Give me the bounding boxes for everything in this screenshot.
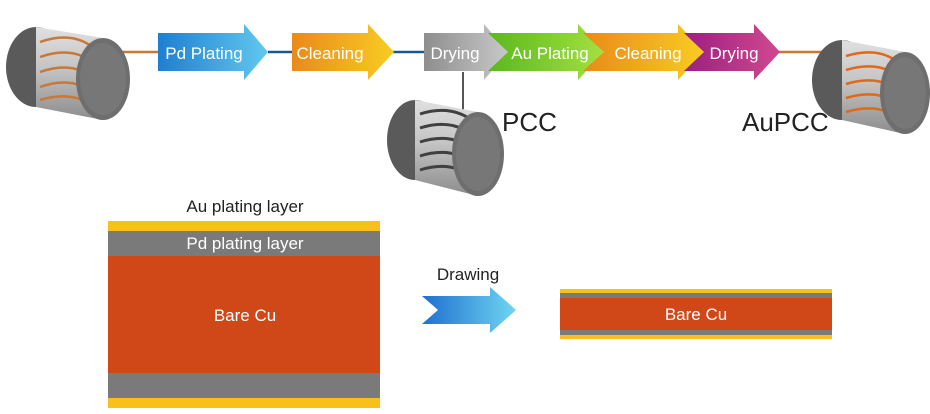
process-step-label: Au Plating	[511, 44, 589, 63]
drawing-label: Drawing	[437, 265, 499, 284]
process-step-label: Cleaning	[614, 44, 681, 63]
cross-section-after	[560, 289, 832, 339]
process-step-drying: Drying	[424, 24, 508, 80]
process-step-drying-2: Drying	[684, 24, 780, 80]
process-step-label: Drying	[709, 44, 758, 63]
pcc-label: PCC	[502, 107, 557, 137]
process-step-cleaning: Cleaning	[292, 24, 394, 80]
process-step-pd-plating: Pd Plating	[158, 24, 268, 80]
process-step-label: Cleaning	[296, 44, 363, 63]
core-label: Bare Cu	[214, 306, 276, 325]
drawn-core-label: Bare Cu	[665, 305, 727, 324]
pcc-spool-icon	[387, 100, 504, 196]
aupcc-spool-icon	[812, 40, 930, 134]
drawing-arrow-icon	[422, 287, 516, 333]
process-step-label: Drying	[430, 44, 479, 63]
supply-spool-icon	[6, 27, 130, 120]
process-step-au-plating: Au Plating	[488, 24, 604, 80]
process-step-cleaning-2: Cleaning	[583, 24, 704, 80]
au-layer-label: Au plating layer	[186, 197, 304, 216]
aupcc-label: AuPCC	[742, 107, 829, 137]
pd-layer-label: Pd plating layer	[186, 234, 304, 253]
cross-section-before	[108, 221, 380, 408]
process-step-label: Pd Plating	[165, 44, 243, 63]
